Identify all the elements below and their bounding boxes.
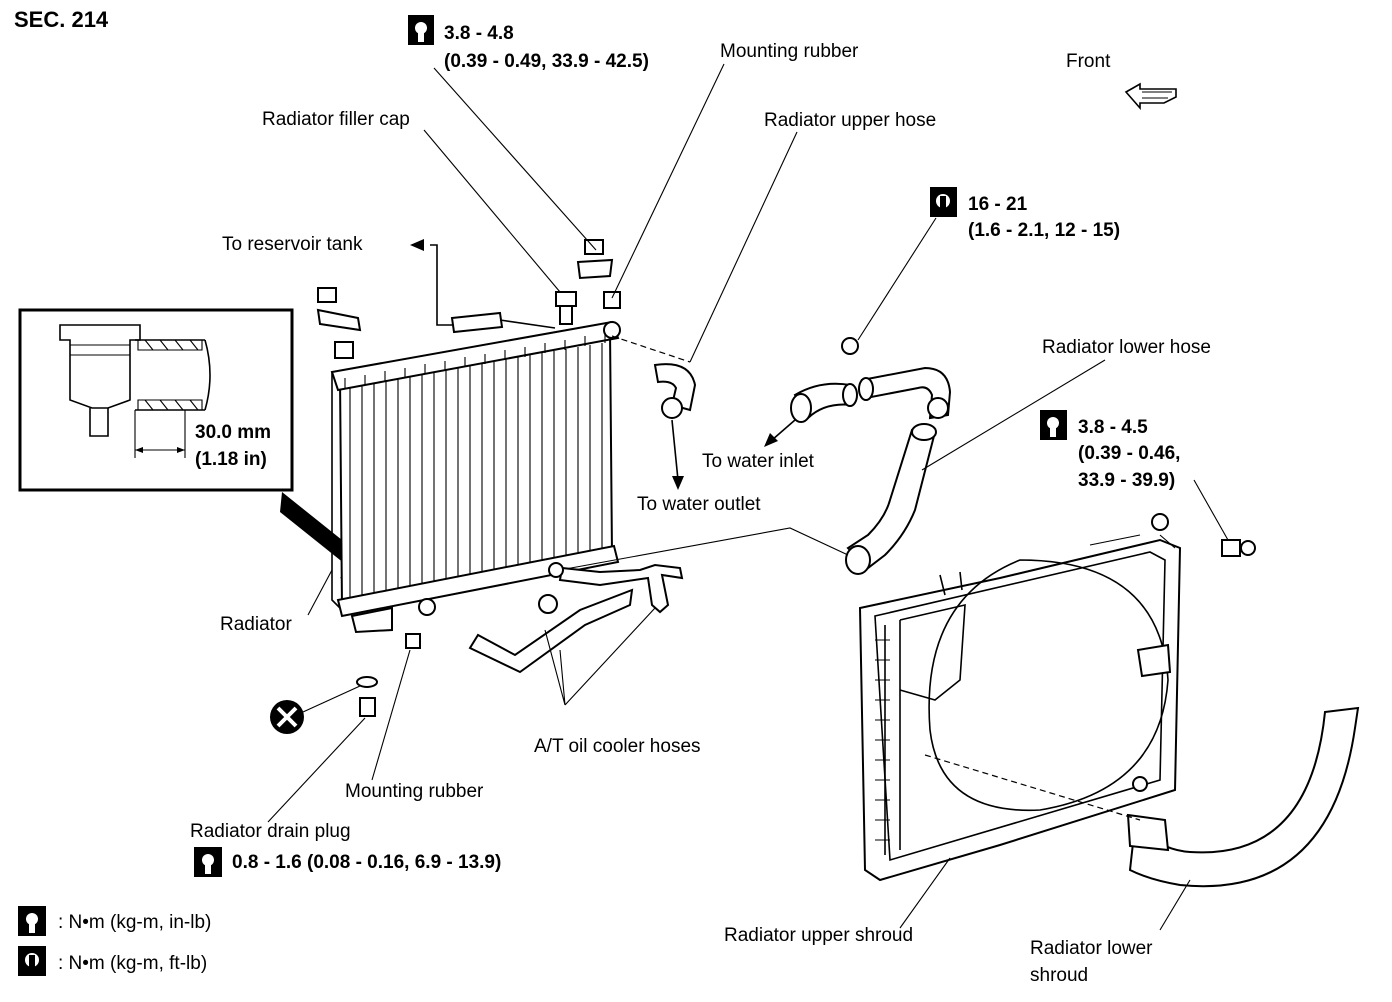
label-mounting-rubber-top: Mounting rubber: [720, 41, 859, 62]
inset-dim-in: (1.18 in): [195, 449, 267, 470]
radiator-upper-shroud: [858, 513, 1182, 882]
front-arrow-icon: [1124, 82, 1177, 111]
left-bracket: [316, 287, 362, 359]
label-to-water-outlet: To water outlet: [637, 494, 761, 515]
torque-wrench-icon: [18, 906, 46, 936]
mounting-bracket-top: [576, 239, 621, 339]
leader-lines: [267, 63, 1229, 931]
torque-upper-hose-value: 16 - 21: [968, 194, 1028, 215]
torque-shroud-detail-1: (0.39 - 0.46,: [1078, 443, 1180, 464]
torque-wrench-icon: [408, 15, 434, 45]
label-radiator-upper-shroud: Radiator upper shroud: [724, 925, 913, 946]
inset-detail-box: 30.0 mm (1.18 in): [18, 308, 294, 492]
legend-ftlb: : N•m (kg-m, ft-lb): [58, 953, 207, 974]
label-radiator-filler-cap: Radiator filler cap: [262, 109, 410, 130]
label-to-water-inlet: To water inlet: [702, 451, 815, 472]
radiator-upper-hose: [790, 337, 952, 423]
radiator-core: [330, 320, 620, 634]
front-label: Front: [1066, 51, 1111, 72]
torque-upper-hose-detail: (1.6 - 2.1, 12 - 15): [968, 220, 1120, 241]
at-oil-cooler-hoses: [468, 562, 684, 674]
label-to-reservoir-tank: To reservoir tank: [222, 234, 363, 255]
label-mounting-rubber-bottom: Mounting rubber: [345, 781, 484, 802]
torque-wrench-icon: [1040, 410, 1067, 440]
radiator-lower-shroud: [1126, 706, 1360, 888]
label-radiator-lower-hose: Radiator lower hose: [1042, 337, 1211, 358]
radiator-lower-hose: [845, 423, 937, 575]
section-title: SEC. 214: [14, 7, 109, 32]
torque-shroud-detail-2: 33.9 - 39.9): [1078, 470, 1175, 491]
filler-cap: [555, 291, 577, 325]
torque-wrench-icon: [194, 847, 222, 877]
legend-inlb: : N•m (kg-m, in-lb): [58, 912, 211, 933]
torque-ring-icon: [930, 187, 957, 217]
inset-dim-mm: 30.0 mm: [195, 422, 271, 443]
torque-top-value: 3.8 - 4.8: [444, 23, 514, 44]
label-radiator-lower-shroud-2: shroud: [1030, 965, 1088, 986]
torque-ring-icon: [18, 946, 46, 976]
discard-x-icon: [270, 700, 304, 734]
label-radiator-lower-shroud-1: Radiator lower: [1030, 938, 1153, 959]
label-radiator-upper-hose: Radiator upper hose: [764, 110, 936, 131]
label-radiator-drain-plug: Radiator drain plug: [190, 821, 351, 842]
torque-top-detail: (0.39 - 0.49, 33.9 - 42.5): [444, 51, 649, 72]
label-radiator: Radiator: [220, 614, 292, 635]
torque-drain-value: 0.8 - 1.6 (0.08 - 0.16, 6.9 - 13.9): [232, 852, 501, 873]
torque-shroud-value: 3.8 - 4.5: [1078, 417, 1148, 438]
label-at-oil-cooler-hoses: A/T oil cooler hoses: [534, 736, 701, 757]
